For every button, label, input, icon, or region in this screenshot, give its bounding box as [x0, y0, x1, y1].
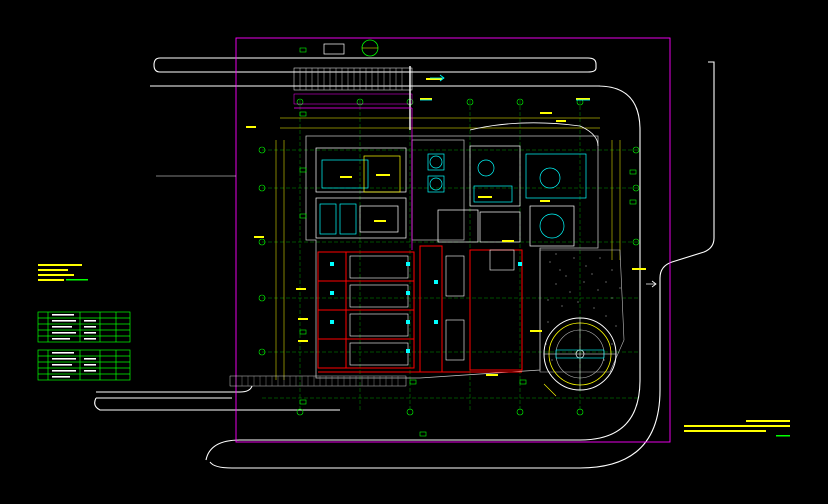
gravel-hatch-area [539, 249, 625, 373]
bottom-road-inner [96, 385, 253, 393]
site-boundary [235, 37, 671, 443]
entrance-stair [293, 66, 413, 130]
title-block [684, 420, 790, 437]
road-outlines [94, 57, 715, 469]
upper-rooms [315, 139, 587, 247]
green-tags [299, 111, 637, 437]
process-basins [317, 245, 523, 373]
right-road-outer-curve [209, 61, 715, 469]
building-outline [305, 135, 599, 379]
schedule-table-2-text [52, 352, 96, 378]
left-reference-lines [156, 85, 236, 177]
north-marker [299, 39, 379, 57]
top-road-edge-outer [153, 57, 597, 73]
upper-right-curved-wall [469, 122, 599, 147]
basin-fixtures [330, 262, 522, 353]
schedule-table-1 [37, 311, 131, 343]
annotation-marks [246, 78, 646, 376]
pipe-run [294, 107, 413, 250]
schedule-table-1-text [52, 314, 96, 340]
dimension-lines [275, 117, 621, 380]
basin-inner-walls [349, 249, 515, 366]
equipment-tanks [429, 155, 565, 239]
circular-clarifier [543, 317, 617, 397]
cyan-arrows [420, 74, 657, 288]
column-grid [262, 100, 640, 410]
schedule-table-2 [37, 349, 131, 381]
general-notes [38, 264, 88, 281]
right-road-curve [205, 85, 641, 461]
bottom-road-edge [94, 397, 340, 411]
bottom-ramp [229, 375, 407, 387]
